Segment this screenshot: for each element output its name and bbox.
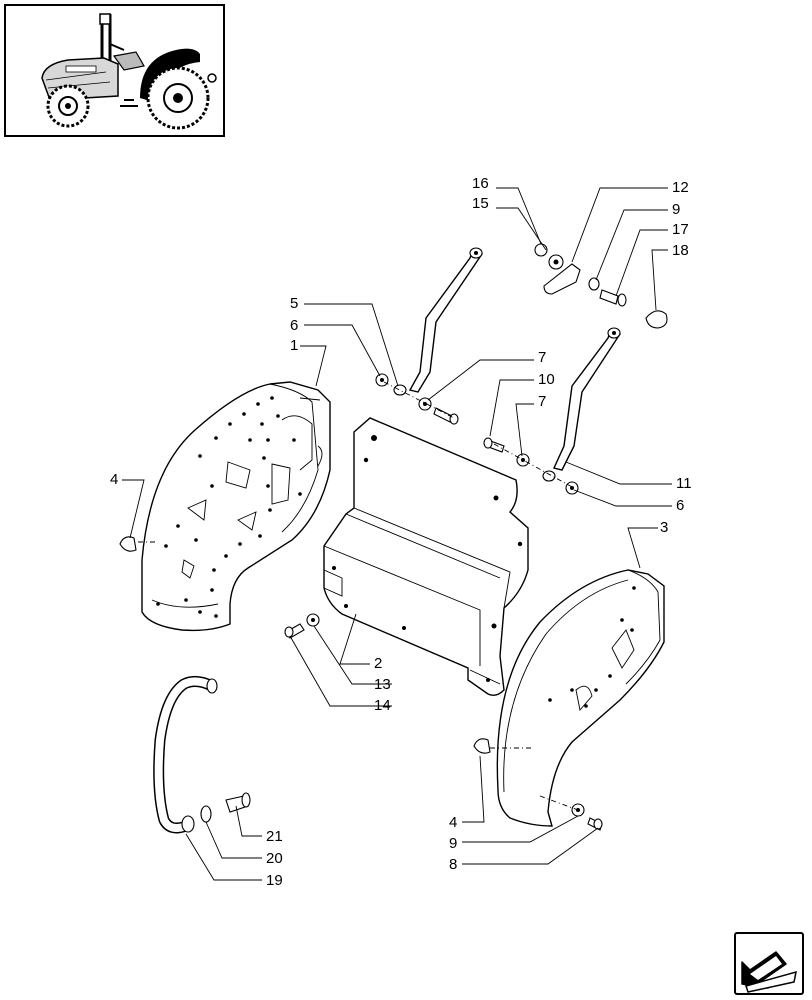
callout-6-lower: 6 xyxy=(676,497,684,514)
part-mounting-plate xyxy=(323,417,529,697)
callout-7-lower: 7 xyxy=(538,393,546,410)
tractor-thumbnail xyxy=(4,4,225,137)
callout-1: 1 xyxy=(290,337,298,354)
callout-17: 17 xyxy=(672,221,689,238)
callout-8: 8 xyxy=(449,856,457,873)
callout-11: 11 xyxy=(676,475,692,492)
callout-13: 13 xyxy=(374,676,391,693)
callout-4-lower: 4 xyxy=(449,814,457,831)
callout-12: 12 xyxy=(672,179,689,196)
callout-15: 15 xyxy=(472,195,489,212)
part-right-fender xyxy=(496,569,665,827)
callout-labels: 16 15 12 9 17 18 5 6 1 7 10 7 4 11 6 3 2… xyxy=(110,175,692,889)
callout-2: 2 xyxy=(374,655,382,672)
callout-6: 6 xyxy=(290,317,298,334)
leader-lines xyxy=(122,187,672,881)
callout-20: 20 xyxy=(266,850,283,867)
tractor-thumbnail-icon xyxy=(41,13,217,130)
callout-7: 7 xyxy=(538,349,546,366)
callout-9-lower: 9 xyxy=(449,835,457,852)
part-pipe xyxy=(153,675,251,834)
callout-14: 14 xyxy=(374,697,391,714)
callout-21: 21 xyxy=(266,828,283,845)
part-support-rod-upper xyxy=(408,247,483,393)
callout-18: 18 xyxy=(672,242,689,259)
next-page-button[interactable] xyxy=(734,932,804,995)
callout-5: 5 xyxy=(290,295,298,312)
alignment-lines xyxy=(138,381,579,811)
callout-16: 16 xyxy=(472,175,489,192)
part-left-fender xyxy=(141,381,331,632)
part-support-rod-lower xyxy=(553,327,621,471)
next-page-arrow-icon xyxy=(741,951,797,993)
callout-10: 10 xyxy=(538,371,555,388)
callout-4: 4 xyxy=(110,471,118,488)
callout-3: 3 xyxy=(660,519,668,536)
callout-19: 19 xyxy=(266,872,283,889)
callout-9: 9 xyxy=(672,201,680,218)
